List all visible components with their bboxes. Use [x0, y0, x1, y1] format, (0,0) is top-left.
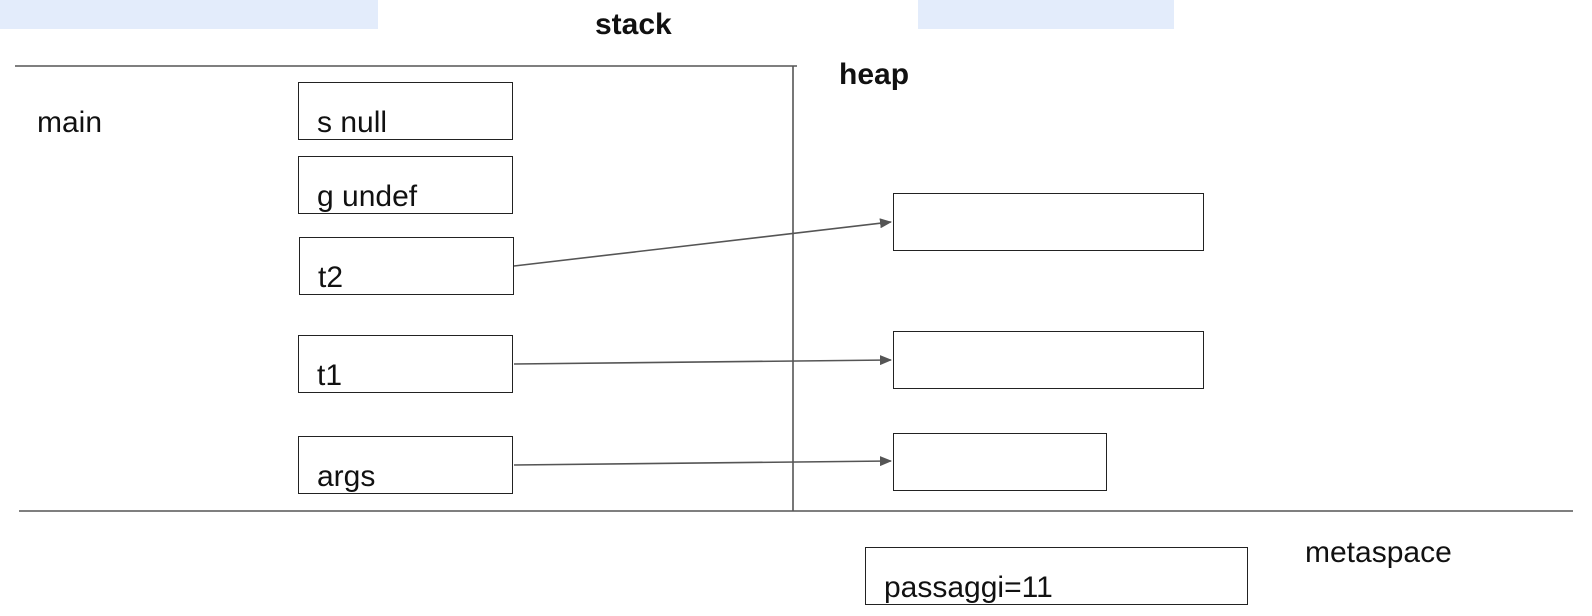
- stack-var-label: args: [317, 460, 376, 493]
- stack-var-s: s null: [298, 82, 513, 140]
- reference-arrow-args: [513, 456, 892, 467]
- heap-object-2: [893, 331, 1204, 389]
- metaspace-title: metaspace: [1305, 536, 1452, 569]
- stack-var-label: t2: [318, 261, 344, 294]
- stack-var-args: args: [298, 436, 513, 494]
- frame-label-main: main: [37, 106, 103, 139]
- stack-var-t1: t1: [298, 335, 513, 393]
- heap-object-3: [893, 433, 1107, 491]
- stack-var-label: t1: [317, 359, 343, 392]
- stack-var-g: g undef: [298, 156, 513, 214]
- reference-arrow-t2: [513, 218, 892, 267]
- stack-var-label: g undef: [317, 180, 418, 213]
- stack-title: stack: [595, 8, 672, 41]
- top-band-right: [918, 0, 1174, 29]
- heap-title: heap: [839, 58, 910, 91]
- heap-object-1: [893, 193, 1204, 251]
- reference-arrow-t1: [513, 355, 892, 366]
- metaspace-var-passaggi: passaggi=11: [865, 547, 1248, 605]
- metaspace-var-label: passaggi=11: [884, 571, 1053, 604]
- top-band-left: [0, 0, 378, 29]
- stack-var-label: s null: [317, 106, 388, 139]
- stack-var-t2: t2: [299, 237, 514, 295]
